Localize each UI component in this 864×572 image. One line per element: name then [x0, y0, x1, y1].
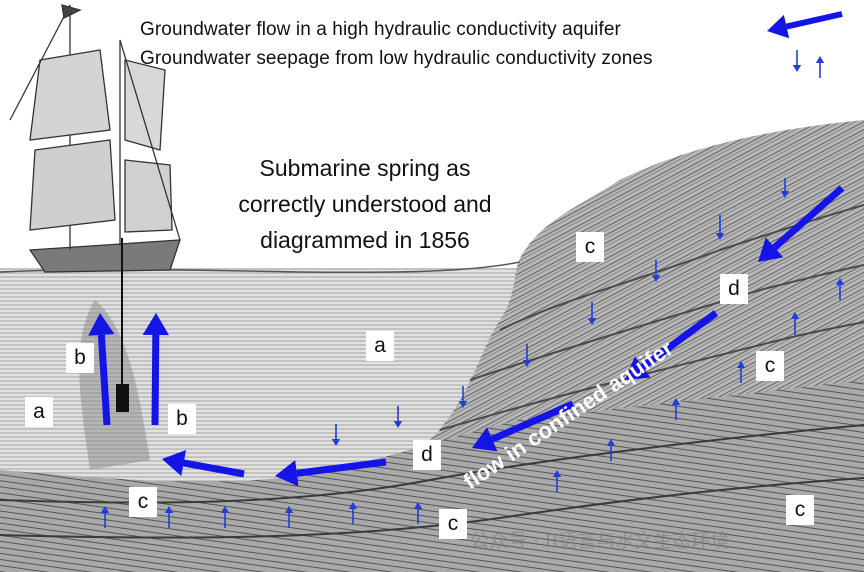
- seepage-up-arrow-head: [671, 398, 681, 405]
- diagram-title: Submarine spring as correctly understood…: [200, 150, 530, 258]
- seepage-up-arrow-head: [736, 361, 746, 368]
- legend-seepage-text: Groundwater seepage from low hydraulic c…: [140, 48, 653, 69]
- flow-arrow-head: [758, 237, 784, 262]
- seepage-up-arrow-head: [284, 506, 294, 513]
- zone-label-b: b: [66, 343, 94, 373]
- seepage-up-arrow-head: [220, 506, 230, 513]
- flow-arrow-head: [142, 313, 170, 336]
- seepage-down-arrow-head: [331, 439, 341, 446]
- seepage-up-arrow-head: [790, 312, 800, 319]
- legend-seepage-down-arrow-head: [792, 65, 802, 72]
- legend-flow-arrow: [785, 11, 843, 30]
- seepage-up-arrow-head: [552, 470, 562, 477]
- zone-label-c: c: [439, 509, 467, 539]
- seepage-down-arrow-head: [458, 401, 468, 408]
- title-line-3: diagrammed in 1856: [260, 227, 470, 253]
- flow-arrow-head: [275, 460, 299, 487]
- flow-arrow: [296, 458, 387, 477]
- zone-label-d: d: [413, 440, 441, 470]
- seepage-up-arrow-head: [835, 278, 845, 285]
- seepage-up-arrow-head: [413, 502, 423, 509]
- zone-label-c: c: [786, 495, 814, 525]
- sounding-instrument: [116, 384, 129, 412]
- sailing-ship: [9, 4, 181, 273]
- flow-arrow-head: [472, 427, 498, 452]
- seabed-strata: [0, 380, 864, 572]
- spring-plume: [79, 300, 150, 470]
- legend-flow-text: Groundwater flow in a high hydraulic con…: [140, 19, 621, 40]
- seepage-up-arrow-head: [348, 502, 358, 509]
- seepage-down-arrow-head: [522, 360, 532, 367]
- zone-label-a: a: [366, 331, 394, 361]
- title-line-1: Submarine spring as: [259, 155, 471, 181]
- flow-arrow: [772, 185, 845, 251]
- zone-label-c: c: [756, 351, 784, 381]
- flow-arrow: [97, 334, 111, 426]
- flow-arrow-head: [88, 313, 115, 336]
- flow-arrow-head: [162, 449, 187, 476]
- flow-arrow: [490, 400, 575, 443]
- seepage-down-arrow-head: [393, 421, 403, 428]
- seepage-down-arrow-head: [780, 191, 790, 198]
- seepage-down-arrow-head: [715, 233, 725, 240]
- zone-label-c: c: [129, 487, 157, 517]
- flow-arrow-head: [625, 356, 651, 380]
- zone-label-b: b: [168, 404, 196, 434]
- watermark-text: 公众号 · R语言与水文生态环境: [470, 530, 730, 552]
- seepage-down-arrow-head: [651, 275, 661, 282]
- seepage-up-arrow-head: [100, 506, 110, 513]
- seepage-up-arrow-head: [164, 506, 174, 513]
- zone-label-a: a: [25, 397, 53, 427]
- flow-arrow: [183, 459, 245, 478]
- seepage-down-arrow-head: [587, 318, 597, 325]
- legend-seepage-up-arrow-head: [815, 56, 825, 63]
- zone-label-c: c: [576, 232, 604, 262]
- seepage-up-arrow-head: [606, 439, 616, 446]
- flow-arrow: [151, 334, 160, 426]
- legend-flow-arrow-head: [767, 14, 790, 39]
- title-line-2: correctly understood and: [238, 191, 492, 217]
- flow-arrow: [640, 310, 719, 370]
- zone-label-d: d: [720, 274, 748, 304]
